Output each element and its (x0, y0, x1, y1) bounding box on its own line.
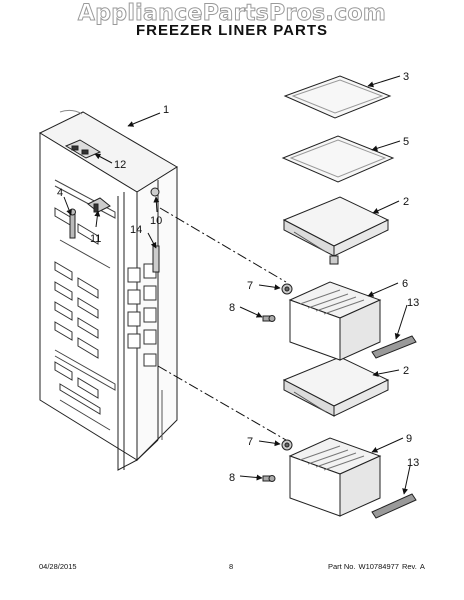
footer-page-number: 8 (229, 562, 234, 571)
callout-9: 9 (406, 433, 412, 445)
revision-label: Rev. (401, 562, 417, 571)
glass-shelf-5 (281, 135, 395, 183)
screw-8-upper (262, 315, 276, 322)
screw-8-lower (262, 475, 276, 482)
callout-4: 4 (57, 187, 63, 199)
footer-date: 04/28/2015 (39, 562, 77, 571)
callout-1: 1 (163, 104, 169, 116)
callout-13-lower: 13 (407, 457, 419, 469)
callout-8-upper: 8 (229, 302, 235, 314)
drawer-trim-13-upper (371, 335, 417, 359)
drawer-9 (288, 437, 382, 517)
callout-10: 10 (150, 215, 162, 227)
callout-14: 14 (130, 224, 142, 236)
leader-lines (63, 75, 411, 495)
part-10-cap (150, 187, 160, 197)
drawer-6 (288, 281, 382, 361)
assembly-lines (157, 207, 287, 441)
drawer-trim-13-lower (371, 493, 417, 519)
shelf-assembly-2-upper (282, 196, 390, 265)
callout-7-upper: 7 (247, 280, 253, 292)
callout-12: 12 (114, 159, 126, 171)
page-title: FREEZER LINER PARTS (135, 22, 329, 39)
callout-2-lower: 2 (403, 365, 409, 377)
part-14-light (152, 245, 160, 273)
callout-13-upper: 13 (407, 297, 419, 309)
glass-shelf-3 (283, 75, 392, 119)
callout-6: 6 (402, 278, 408, 290)
callout-11: 11 (90, 233, 101, 245)
callout-7-lower: 7 (247, 436, 253, 448)
callout-5: 5 (403, 136, 409, 148)
part-number: W10784977 (358, 562, 399, 571)
freezer-liner (38, 109, 178, 471)
shelf-assembly-2-lower (282, 356, 390, 417)
callout-8-lower: 8 (229, 472, 235, 484)
roller-7-lower (281, 439, 293, 451)
part-number-label: Part No. (328, 562, 356, 571)
callout-labels: 1 12 4 11 10 14 3 5 2 6 13 7 8 2 9 13 7 … (57, 71, 419, 484)
part-12-control-housing (64, 139, 102, 159)
callout-2-upper: 2 (403, 196, 409, 208)
callout-3: 3 (403, 71, 409, 83)
roller-7-upper (281, 283, 293, 295)
watermark: AppliancePartsPros.com (77, 1, 387, 27)
revision: A (419, 562, 425, 571)
